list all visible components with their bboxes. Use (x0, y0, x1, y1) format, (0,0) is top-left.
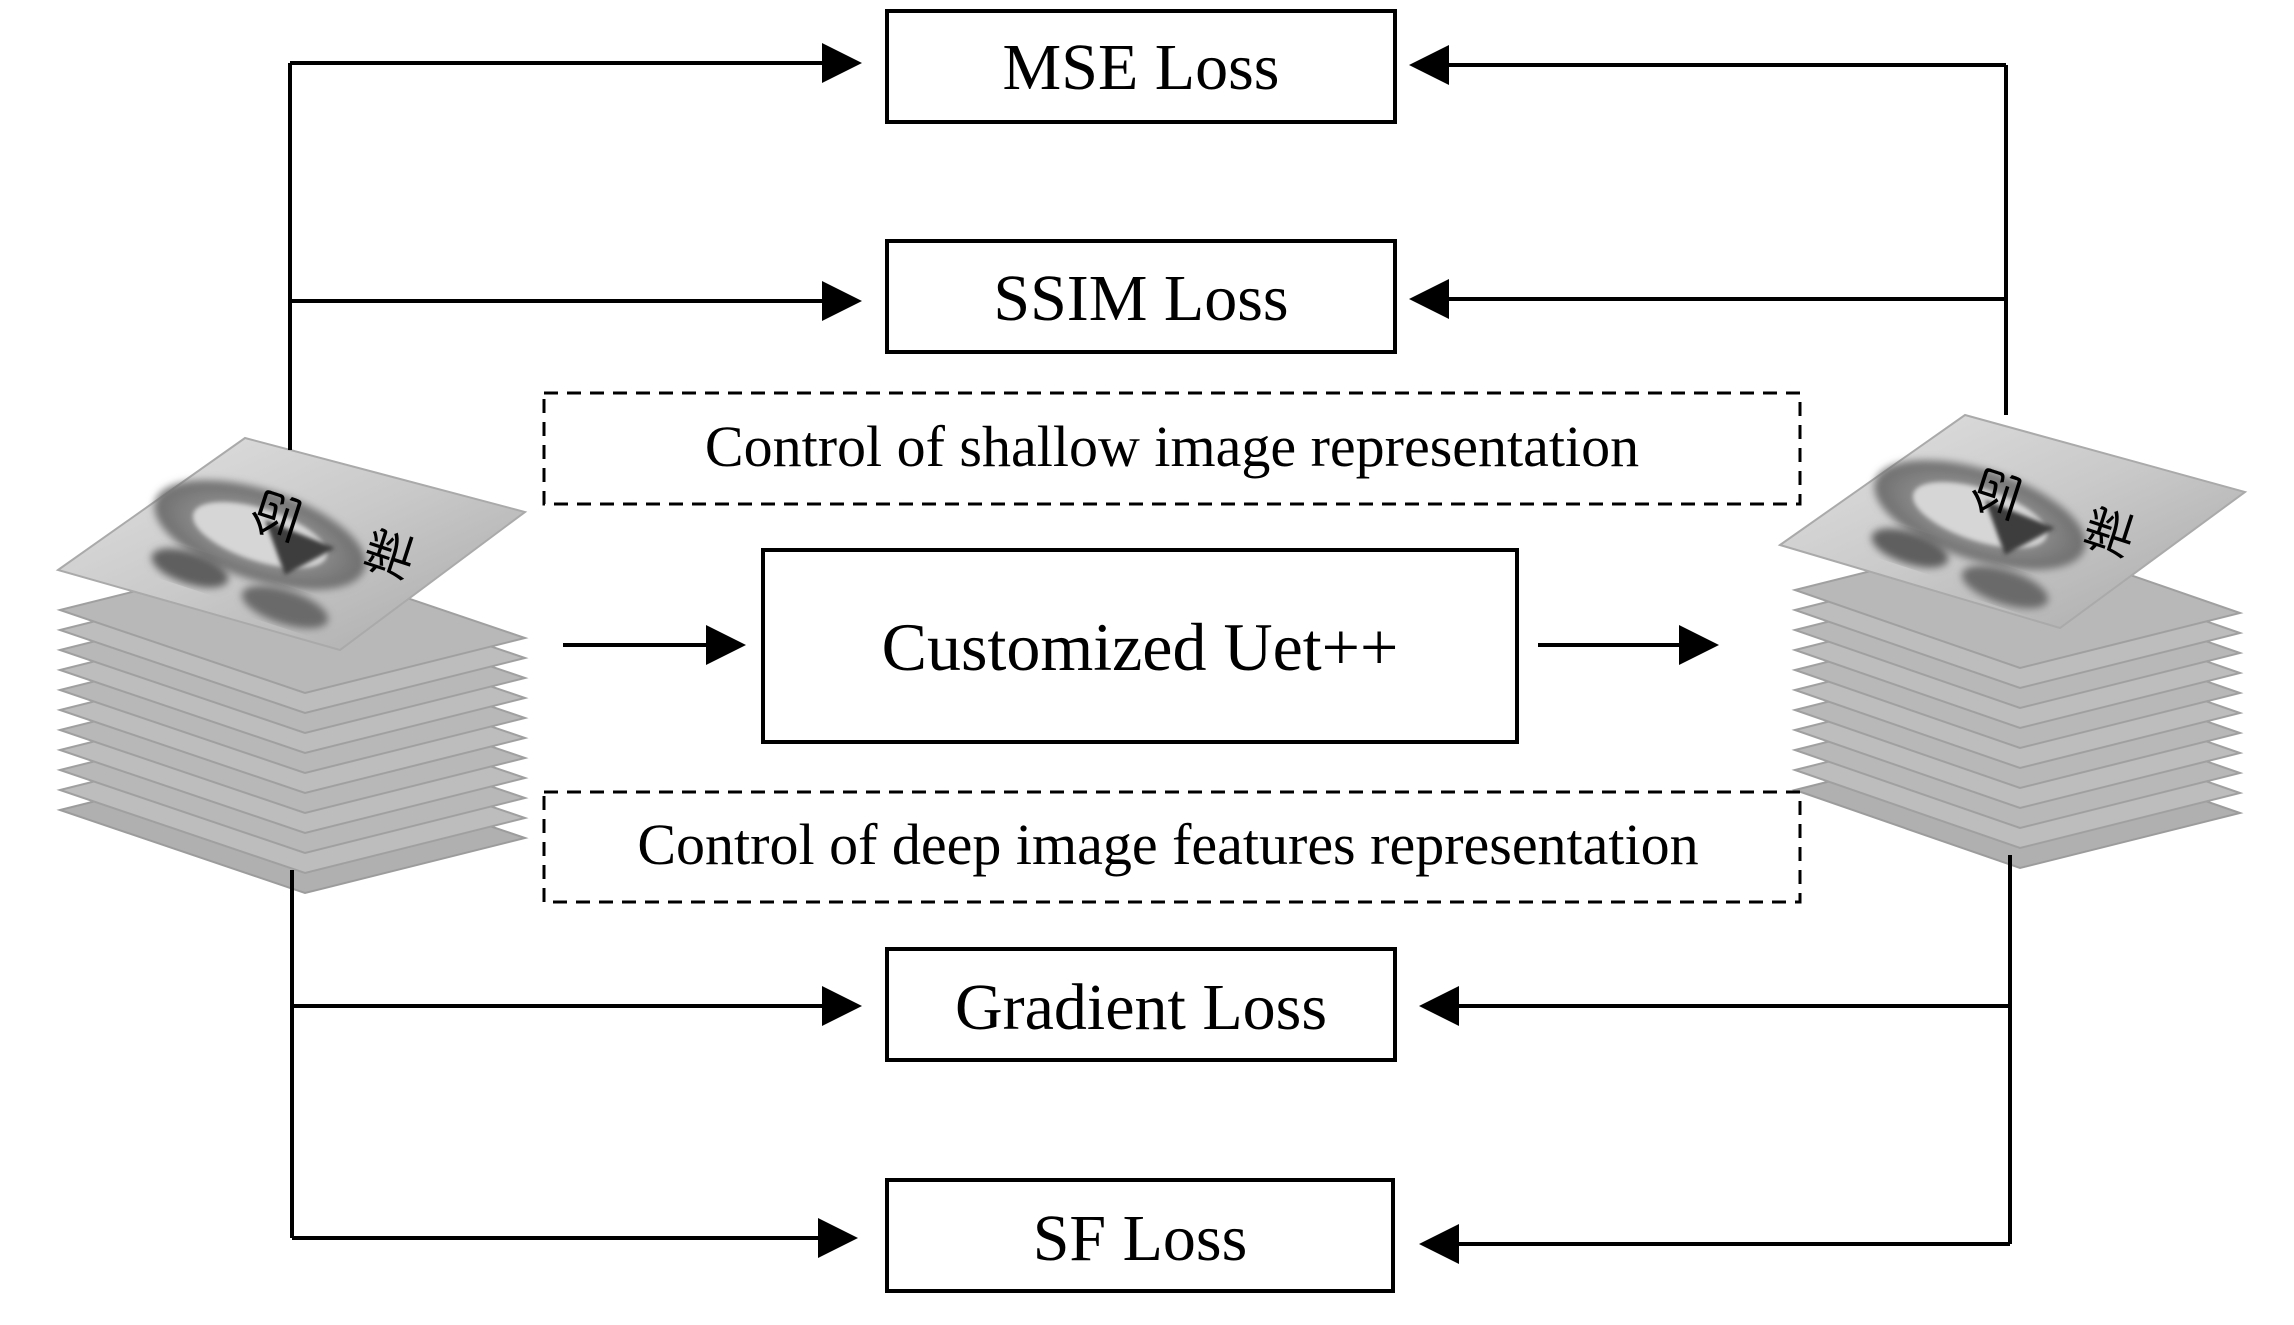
output-image-stack: 创 新 (1777, 413, 2248, 870)
model-label: Customized Uet++ (882, 609, 1399, 685)
output-stack-top-slice: 创 新 (1777, 413, 2248, 630)
mse-loss-label: MSE Loss (1003, 31, 1280, 104)
ssim-loss-box: SSIM Loss (885, 239, 1397, 354)
gradient-loss-box: Gradient Loss (885, 947, 1397, 1062)
shallow-control-label: Control of shallow image representation (705, 414, 1639, 479)
input-stack-top-slice: 创 新 (55, 436, 528, 652)
mse-loss-box: MSE Loss (885, 9, 1397, 124)
right-connectors (1409, 45, 2012, 1264)
shallow-control-box: Control of shallow image representation (542, 391, 1802, 506)
sf-loss-box: SF Loss (885, 1178, 1395, 1293)
input-image-stack: 创 新 (55, 436, 529, 895)
deep-control-box: Control of deep image features represent… (542, 790, 1802, 904)
left-connectors (288, 43, 862, 1258)
sf-loss-label: SF Loss (1033, 1202, 1248, 1275)
model-box: Customized Uet++ (761, 548, 1519, 744)
gradient-loss-label: Gradient Loss (955, 971, 1327, 1044)
ssim-loss-label: SSIM Loss (993, 262, 1288, 335)
deep-control-label: Control of deep image features represent… (637, 812, 1698, 877)
